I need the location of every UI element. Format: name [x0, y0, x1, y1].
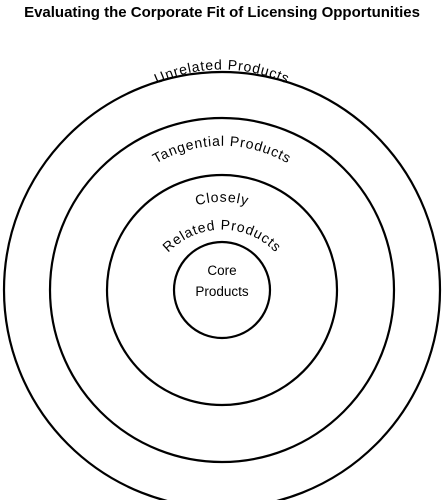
label-tangential-products: Tangential Products [150, 133, 295, 167]
label-unrelated-products: Unrelated Products [152, 56, 293, 86]
ring-closely-related-products [105, 173, 339, 407]
label-related-products: Related Products [159, 216, 285, 255]
diagram-title: Evaluating the Corporate Fit of Licensin… [24, 4, 420, 21]
ring-unrelated-products [2, 70, 442, 500]
ring-tangential-products [48, 116, 396, 464]
label-closely: Closely [193, 189, 250, 209]
label-core: Core [207, 263, 236, 278]
label-products: Products [195, 284, 249, 299]
ring-core-products [172, 240, 272, 340]
